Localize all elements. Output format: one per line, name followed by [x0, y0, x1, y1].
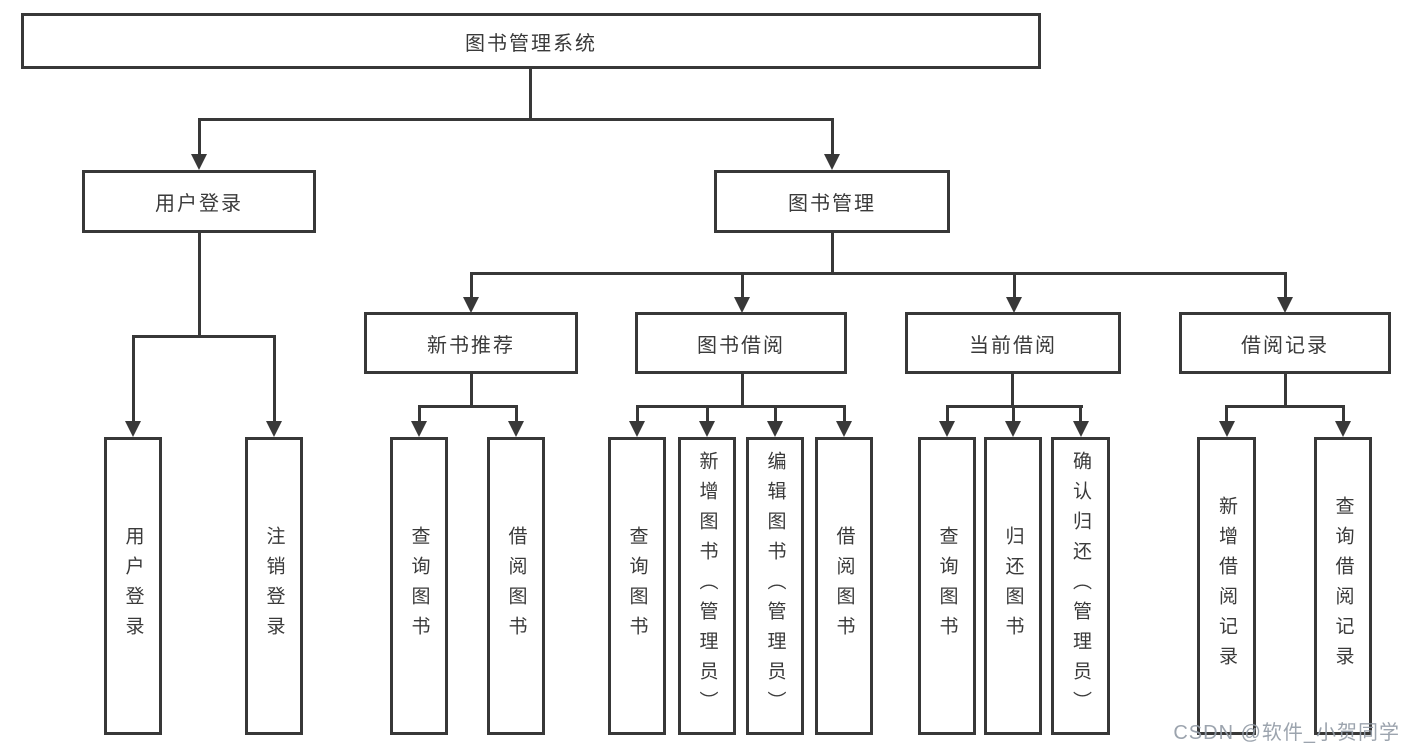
node-leaf-confirm-return-admin: 确认归还（管理员） — [1051, 437, 1110, 735]
connector-drop — [773, 404, 777, 423]
node-leaf-query-books-1: 查询图书 — [390, 437, 448, 735]
connector-drop — [1225, 404, 1228, 423]
connector-newbooks-stub — [469, 374, 473, 406]
leaf-label: 新增图书（管理员） — [696, 451, 718, 721]
node-leaf-query-books-2: 查询图书 — [608, 437, 666, 735]
arrow-down-icon — [508, 421, 524, 437]
connector-drop — [842, 404, 846, 423]
arrow-down-icon — [1277, 297, 1293, 313]
node-current-borrowing: 当前借阅 — [905, 312, 1121, 374]
connector-drop-borrow-records — [1283, 271, 1287, 299]
node-leaf-add-borrow-record: 新增借阅记录 — [1197, 437, 1256, 735]
leaf-label: 借阅图书 — [505, 526, 527, 646]
connector-bookborrow-bar — [635, 404, 846, 408]
connector-userlogin-stub — [197, 233, 201, 336]
leaf-label: 查询借阅记录 — [1332, 496, 1354, 676]
connector-drop-login-leaf — [131, 334, 135, 423]
node-book-management: 图书管理 — [714, 170, 950, 233]
connector-bookmgmt-stub — [830, 233, 834, 273]
node-leaf-return-books: 归还图书 — [984, 437, 1042, 735]
connector-drop-book-borrow — [740, 271, 744, 299]
connector-drop — [1341, 404, 1345, 423]
arrow-down-icon — [699, 421, 715, 437]
node-book-borrowing: 图书借阅 — [635, 312, 847, 374]
node-leaf-add-books-admin: 新增图书（管理员） — [678, 437, 736, 735]
connector-root-stub — [528, 68, 532, 119]
node-new-book-recommend: 新书推荐 — [364, 312, 578, 374]
node-library-system: 图书管理系统 — [21, 13, 1041, 69]
connector-currentborrow-stub — [1011, 374, 1014, 406]
leaf-label: 查询图书 — [408, 526, 430, 646]
arrow-down-icon — [767, 421, 783, 437]
connector-root-bar — [197, 117, 834, 121]
leaf-label: 注销登录 — [263, 526, 285, 646]
node-leaf-edit-books-admin: 编辑图书（管理员） — [746, 437, 804, 735]
leaf-label: 借阅图书 — [833, 526, 855, 646]
arrow-down-icon — [1218, 421, 1235, 437]
connector-drop — [417, 404, 421, 423]
arrow-down-icon — [1072, 421, 1089, 437]
arrow-down-icon — [266, 421, 282, 437]
node-user-login: 用户登录 — [82, 170, 316, 233]
node-leaf-query-books-3: 查询图书 — [918, 437, 976, 735]
connector-bookborrow-stub — [740, 374, 744, 406]
connector-userlogin-bar — [131, 334, 276, 338]
arrow-down-icon — [1005, 421, 1021, 437]
arrow-down-icon — [629, 421, 645, 437]
node-leaf-logout: 注销登录 — [245, 437, 303, 735]
connector-drop — [635, 404, 639, 423]
arrow-down-icon — [734, 297, 750, 313]
node-leaf-query-borrow-record: 查询借阅记录 — [1314, 437, 1372, 735]
leaf-label: 确认归还（管理员） — [1070, 451, 1091, 721]
arrow-down-icon — [836, 421, 852, 437]
connector-drop-user-login — [197, 117, 201, 156]
node-borrowing-records: 借阅记录 — [1179, 312, 1391, 374]
connector-drop — [705, 404, 709, 423]
leaf-label: 编辑图书（管理员） — [764, 451, 786, 721]
connector-drop-book-mgmt — [830, 117, 834, 156]
connector-drop — [945, 404, 949, 423]
arrow-down-icon — [463, 297, 479, 313]
connector-records-stub — [1283, 374, 1287, 406]
connector-drop — [1079, 404, 1082, 423]
connector-drop-logout-leaf — [272, 334, 276, 423]
arrow-down-icon — [1335, 421, 1351, 437]
arrow-down-icon — [824, 154, 840, 170]
connector-records-bar — [1225, 404, 1345, 408]
node-leaf-user-login: 用户登录 — [104, 437, 162, 735]
arrow-down-icon — [411, 421, 427, 437]
leaf-label: 查询图书 — [626, 526, 648, 646]
arrow-down-icon — [125, 421, 141, 437]
node-leaf-borrow-books-2: 借阅图书 — [815, 437, 873, 735]
arrow-down-icon — [191, 154, 207, 170]
leaf-label: 用户登录 — [122, 526, 144, 646]
connector-drop — [1011, 404, 1015, 423]
leaf-label: 归还图书 — [1002, 526, 1024, 646]
leaf-label: 查询图书 — [936, 526, 958, 646]
csdn-watermark: CSDN @软件_小贺同学 — [1173, 722, 1400, 744]
arrow-down-icon — [1006, 297, 1022, 313]
arrow-down-icon — [939, 421, 955, 437]
connector-newbooks-bar — [417, 404, 518, 408]
connector-bookmgmt-bar — [469, 271, 1287, 275]
node-leaf-borrow-books-1: 借阅图书 — [487, 437, 545, 735]
connector-drop-new-books — [469, 271, 473, 299]
connector-drop-current-borrow — [1012, 271, 1016, 299]
leaf-label: 新增借阅记录 — [1216, 496, 1237, 676]
connector-drop — [514, 404, 518, 423]
